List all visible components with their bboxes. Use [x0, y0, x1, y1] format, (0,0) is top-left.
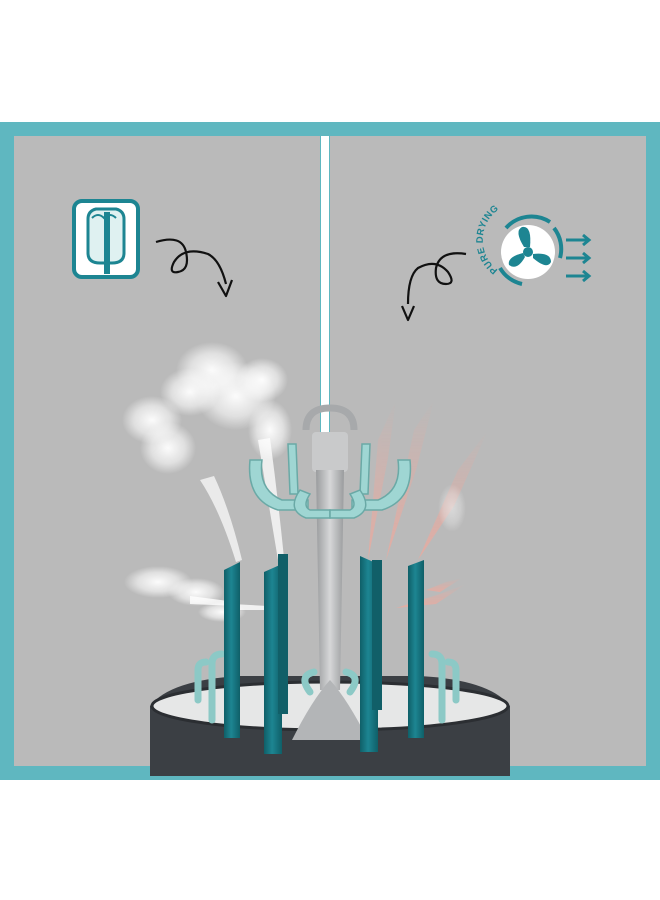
- mint-small-hooks: [194, 650, 460, 724]
- teal-bottle-stems: [224, 554, 424, 754]
- steam-clouds: [122, 342, 292, 622]
- bottle-steam-icon: [72, 199, 140, 279]
- mint-bottle-holders: [248, 443, 412, 519]
- curly-arrow-down-left-icon: [400, 252, 467, 322]
- curly-arrow-down-right-icon: [155, 238, 234, 298]
- center-rack-pole: [292, 404, 368, 740]
